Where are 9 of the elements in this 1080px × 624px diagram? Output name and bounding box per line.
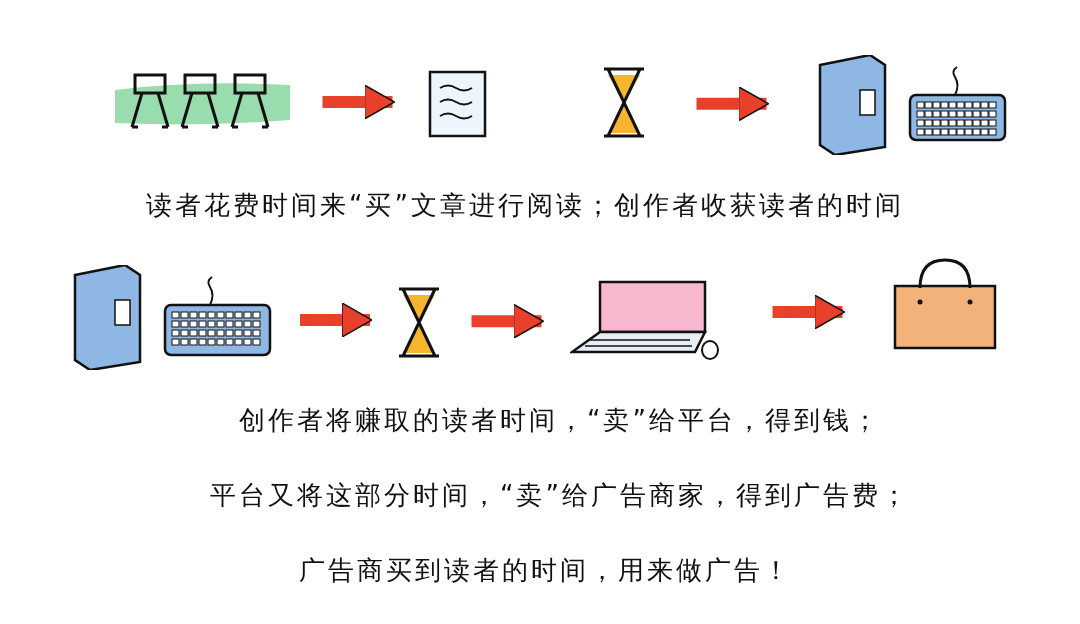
arrow — [772, 294, 846, 330]
caption-text: 平台又将这部分时间，“卖”给广告商家，得到广告费； — [210, 479, 910, 512]
caption-text: 创作者将赚取的读者时间，“卖”给平台，得到钱； — [239, 404, 881, 437]
arrow — [471, 303, 545, 339]
caption-text: 广告商买到读者的时间，用来做广告！ — [298, 554, 792, 587]
caption-text: 读者花费时间来“买”文章进行阅读；创作者收获读者的时间 — [146, 189, 904, 222]
arrow — [322, 84, 396, 120]
arrow — [696, 86, 770, 122]
arrow — [300, 302, 373, 338]
